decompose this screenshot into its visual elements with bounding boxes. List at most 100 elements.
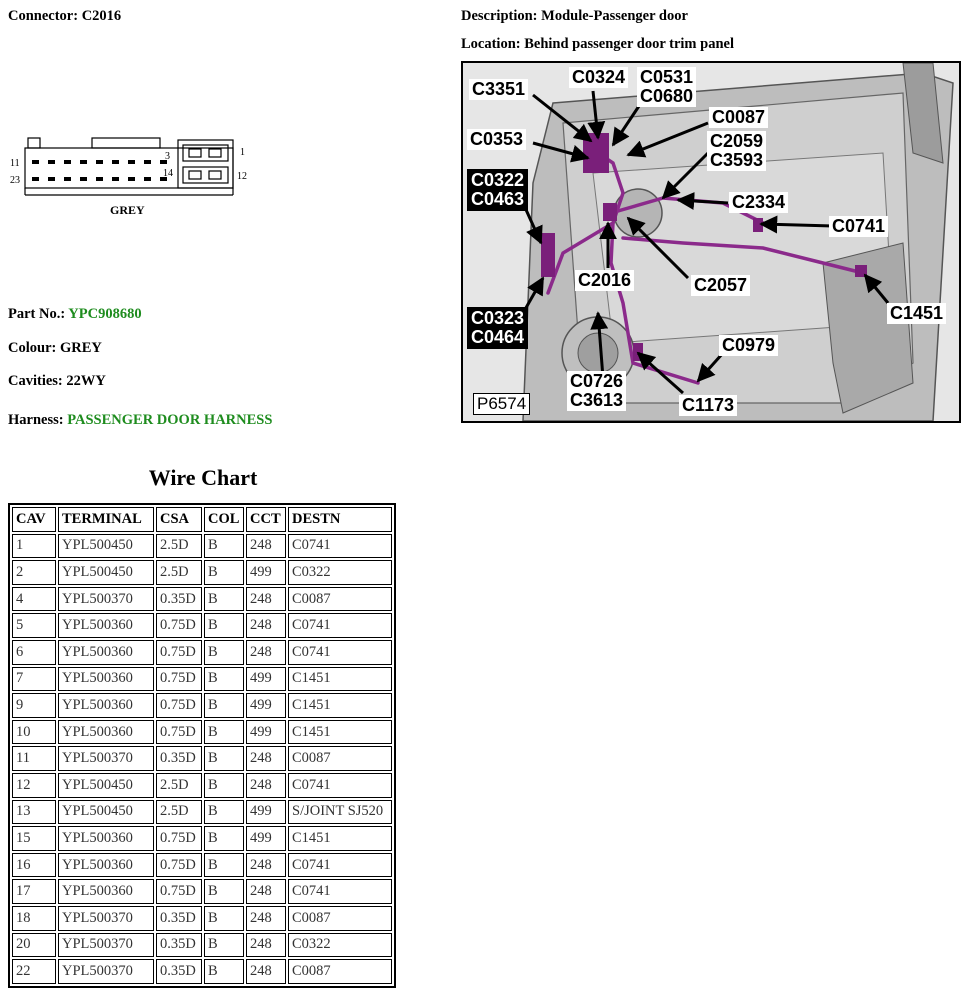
cell-csa: 2.5D: [156, 533, 202, 559]
cell-destn: C1451: [288, 719, 392, 745]
cell-terminal: YPL500370: [58, 932, 154, 958]
cell-cct: 499: [246, 693, 286, 718]
cell-cct: 248: [246, 879, 286, 904]
cell-cav: 1: [12, 533, 56, 559]
cell-destn: C0741: [288, 613, 392, 638]
cell-cct: 248: [246, 932, 286, 958]
callout-c2057: C2057: [691, 275, 751, 296]
cell-cav: 5: [12, 613, 56, 638]
description-label: Description: Module-Passenger door: [461, 8, 688, 24]
cell-cct: 248: [246, 746, 286, 771]
cell-terminal: YPL500370: [58, 586, 154, 612]
cell-col: B: [204, 746, 244, 771]
callout-c1173: C1173: [679, 395, 738, 416]
cell-csa: 0.35D: [156, 959, 202, 984]
cell-csa: 0.75D: [156, 879, 202, 904]
location-label: Location: Behind passenger door trim pan…: [461, 36, 734, 52]
callout-c0353: C0353: [467, 129, 527, 150]
cell-csa: 0.75D: [156, 826, 202, 851]
cell-col: B: [204, 586, 244, 612]
harness-link[interactable]: PASSENGER DOOR HARNESS: [67, 412, 273, 428]
cell-cct: 248: [246, 905, 286, 931]
cell-cav: 11: [12, 746, 56, 771]
cell-destn: C0741: [288, 879, 392, 904]
cell-terminal: YPL500360: [58, 719, 154, 745]
cell-csa: 0.35D: [156, 746, 202, 771]
cell-cav: 10: [12, 719, 56, 745]
cell-col: B: [204, 693, 244, 718]
cell-cct: 248: [246, 586, 286, 612]
colour-label: Colour: GREY: [8, 340, 102, 356]
cell-col: B: [204, 905, 244, 931]
pin-label-3: 3: [165, 151, 170, 162]
cell-terminal: YPL500360: [58, 613, 154, 638]
connector-label: Connector: C2016: [8, 8, 122, 24]
header-csa: CSA: [156, 507, 202, 532]
cell-col: B: [204, 799, 244, 825]
cell-csa: 0.35D: [156, 586, 202, 612]
callout-c0323-c0464: C0323 C0464: [467, 307, 529, 349]
cell-col: B: [204, 826, 244, 851]
cell-destn: C0087: [288, 905, 392, 931]
cell-cav: 7: [12, 666, 56, 692]
harness-prefix: Harness:: [8, 412, 68, 428]
door-illustration: [463, 63, 959, 421]
callout-c0979: C0979: [719, 335, 779, 356]
cell-terminal: YPL500360: [58, 693, 154, 718]
cell-csa: 2.5D: [156, 799, 202, 825]
cell-csa: 2.5D: [156, 772, 202, 798]
cell-destn: C1451: [288, 666, 392, 692]
header-terminal: TERMINAL: [58, 507, 154, 532]
callout-c0726-c3613: C0726 C3613: [567, 371, 627, 411]
cell-cav: 18: [12, 905, 56, 931]
cell-cct: 499: [246, 799, 286, 825]
header-cct: CCT: [246, 507, 286, 532]
cell-terminal: YPL500450: [58, 533, 154, 559]
cell-col: B: [204, 533, 244, 559]
cell-col: B: [204, 666, 244, 692]
cell-col: B: [204, 772, 244, 798]
cell-cct: 499: [246, 826, 286, 851]
cell-cct: 248: [246, 852, 286, 878]
cell-cav: 4: [12, 586, 56, 612]
cell-cav: 13: [12, 799, 56, 825]
connector-face-svg: 11 23 3 14 1 12 GREY: [10, 137, 247, 217]
cell-cav: 12: [12, 772, 56, 798]
callout-c0087: C0087: [709, 107, 769, 128]
cell-destn: C0741: [288, 639, 392, 665]
pin-label-1: 1: [240, 147, 245, 158]
callout-c0324: C0324: [569, 67, 629, 88]
header-destn: DESTN: [288, 507, 392, 532]
cell-cav: 16: [12, 852, 56, 878]
harness: Harness: PASSENGER DOOR HARNESS: [8, 412, 272, 429]
pin-label-14: 14: [163, 168, 173, 179]
cell-destn: C0087: [288, 586, 392, 612]
cell-cav: 22: [12, 959, 56, 984]
connector-face-drawing: 11 23 3 14 1 12 GREY: [8, 132, 258, 222]
wire-chart-header-row: CAV TERMINAL CSA COL CCT DESTN: [12, 507, 392, 532]
cell-csa: 0.35D: [156, 905, 202, 931]
pin-label-12: 12: [237, 171, 247, 182]
cell-col: B: [204, 879, 244, 904]
part-number-link[interactable]: YPC908680: [68, 306, 142, 322]
cell-destn: C0322: [288, 932, 392, 958]
cell-terminal: YPL500450: [58, 799, 154, 825]
cavities-label: Cavities: 22WY: [8, 373, 106, 389]
cell-cct: 248: [246, 533, 286, 559]
callout-c2016: C2016: [575, 270, 635, 291]
cell-cav: 20: [12, 932, 56, 958]
part-number-prefix: Part No.:: [8, 306, 69, 322]
cell-destn: C0741: [288, 772, 392, 798]
